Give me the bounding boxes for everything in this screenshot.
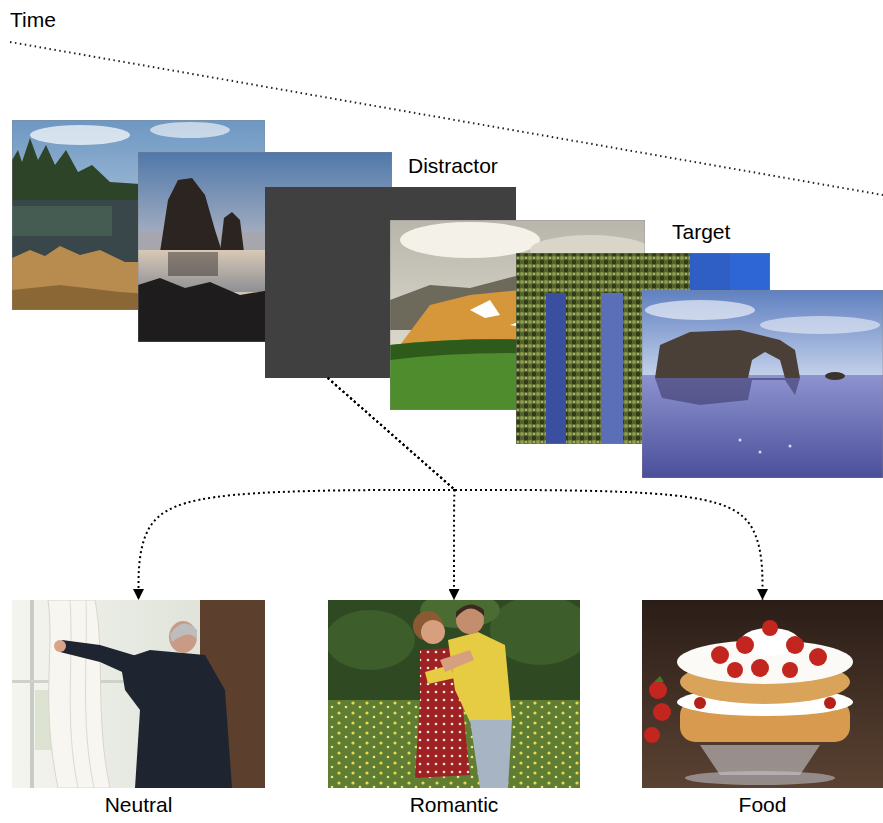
target-image: Target xyxy=(516,253,770,444)
curtain xyxy=(48,600,110,788)
romantic-photo xyxy=(328,600,580,788)
head xyxy=(421,620,445,644)
scramble-tile xyxy=(546,293,566,444)
sea xyxy=(642,375,883,478)
sky xyxy=(642,290,883,380)
window-frame xyxy=(30,600,34,788)
foam xyxy=(739,439,742,442)
dotted-arrow xyxy=(328,378,763,600)
slot-label: Target xyxy=(672,220,730,244)
arch-rock xyxy=(655,330,800,378)
slot-label: Distractor xyxy=(408,154,498,178)
foam xyxy=(759,451,762,454)
cloud xyxy=(150,122,230,138)
ground xyxy=(642,600,883,788)
hair xyxy=(170,623,197,642)
strawberry xyxy=(727,662,743,678)
caption: Neutral xyxy=(12,793,265,817)
strawberry xyxy=(809,648,827,666)
window-light xyxy=(12,600,265,788)
caption: Romantic xyxy=(328,793,580,817)
category-image: Food xyxy=(642,600,883,788)
leaf xyxy=(654,676,664,682)
category-image: Neutral xyxy=(12,600,265,788)
curtain-fold xyxy=(70,600,94,788)
strawberry xyxy=(824,697,836,709)
cloud xyxy=(645,300,755,320)
cloud xyxy=(760,316,880,334)
foam xyxy=(789,445,792,448)
reflection xyxy=(168,252,218,276)
strawberry xyxy=(649,681,667,699)
scramble-tile xyxy=(566,293,601,444)
strawberry xyxy=(711,646,729,664)
arm xyxy=(60,640,150,680)
card-edge xyxy=(642,290,883,478)
strawberry xyxy=(762,620,778,636)
category-image: Romantic xyxy=(328,600,580,788)
reflection xyxy=(12,206,112,236)
rock xyxy=(825,372,845,380)
strawberry xyxy=(782,662,798,678)
dotted-arrow xyxy=(328,378,455,600)
hair xyxy=(456,604,484,618)
arm xyxy=(440,650,474,672)
head xyxy=(169,621,197,653)
axis-label: Time xyxy=(10,8,56,32)
strawberry xyxy=(786,636,804,654)
strawberry xyxy=(653,703,671,721)
food-photo xyxy=(642,600,883,788)
bush xyxy=(328,610,415,670)
caption: Food xyxy=(642,793,883,817)
cloud xyxy=(400,222,540,258)
snow xyxy=(470,300,500,318)
stand xyxy=(700,745,820,775)
reflection xyxy=(655,378,800,405)
jeans xyxy=(470,720,512,788)
dotted-arrow xyxy=(139,378,456,600)
shirt xyxy=(448,632,512,722)
scramble-tile xyxy=(601,293,623,444)
strawberry xyxy=(694,697,706,709)
strawberry xyxy=(736,636,754,654)
strawberry xyxy=(644,727,660,743)
scramble-tile xyxy=(516,253,730,293)
arch-photo xyxy=(642,290,883,478)
strawberry xyxy=(751,659,769,677)
scramble-tile xyxy=(690,253,730,293)
sea-stack xyxy=(220,212,244,252)
cloud xyxy=(30,125,130,145)
hand xyxy=(54,640,66,652)
sea-stack xyxy=(160,178,222,252)
distractor-slot: Distractor xyxy=(265,187,516,378)
scramble-tile xyxy=(516,293,546,444)
neutral-photo xyxy=(12,600,265,788)
